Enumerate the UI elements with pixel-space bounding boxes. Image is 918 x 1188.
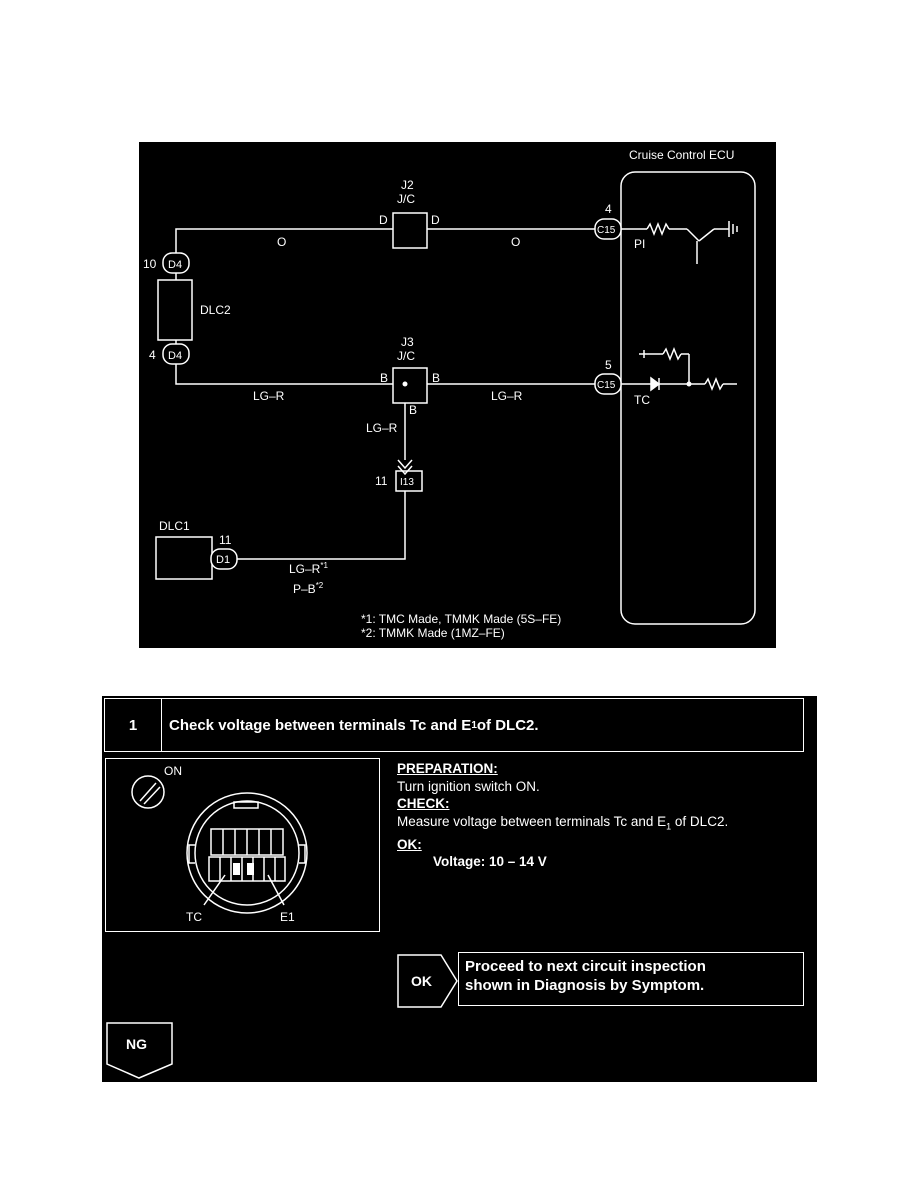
dlc2-connector-drawing: ON TC E1 (131, 764, 308, 924)
i13-conn: I13 (400, 477, 414, 488)
ecu-top-conn: C15 (597, 225, 616, 236)
ecu-resistor-lower (704, 376, 724, 392)
ecu-resistor-pi (646, 221, 670, 237)
connector-c15-top (594, 218, 622, 240)
ecu-bottom-pin: 5 (605, 358, 612, 372)
j3-pin-right: B (432, 371, 440, 385)
j3-node (402, 381, 408, 387)
step-title: Check voltage between terminals Tc and E… (169, 716, 539, 734)
j3-name: J3 (401, 335, 414, 349)
j3-pin-bottom: B (409, 403, 417, 417)
wire-label-lgr-left: LG–R (253, 389, 285, 403)
dlc2-illustration: ON TC E1 (105, 758, 380, 932)
step-header: 1 Check voltage between terminals Tc and… (104, 698, 804, 752)
note-2: *2: TMMK Made (1MZ–FE) (361, 626, 505, 640)
dlc1-conn: D1 (216, 554, 230, 566)
ok-tab-label: OK (411, 973, 432, 989)
ok-result-box: Proceed to next circuit inspection shown… (458, 952, 804, 1006)
wire-o-left (175, 228, 393, 262)
ecu-diode-tc (650, 376, 661, 392)
connector-c15-bottom (594, 373, 622, 395)
ecu-outline (620, 171, 756, 625)
dlc2-label: DLC2 (200, 303, 231, 317)
ignition-switch-icon (131, 775, 165, 809)
connector-d4-top (162, 252, 190, 274)
ecu-resistor-upper (662, 346, 682, 362)
wire-lgr-left (175, 362, 393, 385)
dlc1-label: DLC1 (159, 519, 190, 533)
dlc2-top-pin: 10 (143, 257, 157, 271)
i13-pin: 11 (375, 474, 388, 488)
ng-branch-tab: NG (106, 1022, 174, 1085)
procedure-panel: 1 Check voltage between terminals Tc and… (102, 696, 817, 1082)
ok-heading: OK: (397, 836, 422, 852)
dlc2-bottom-pin: 4 (149, 348, 156, 362)
ok-branch-tab: OK (397, 954, 459, 1013)
wire-label-lgr-right: LG–R (491, 389, 523, 403)
ecu-bottom-conn: C15 (597, 380, 616, 391)
ok-voltage-value: Voltage: 10 – 14 V (433, 854, 547, 870)
step-number: 1 (105, 699, 162, 751)
ok-result-line-2: shown in Diagnosis by Symptom. (465, 977, 705, 994)
wiring-diagram: Cruise Control ECU J2 J/C D D O O 4 C15 … (139, 142, 776, 648)
ok-result-line-1: Proceed to next circuit inspection (465, 958, 706, 975)
note-1: *1: TMC Made, TMMK Made (5S–FE) (361, 612, 561, 626)
dlc2-box (157, 279, 193, 341)
j3-pin-left: B (380, 371, 388, 385)
dlc2-connector-outline (186, 792, 308, 914)
wire-label-lgr-down: LG–R (366, 421, 398, 435)
tc-terminal-label: TC (186, 910, 202, 924)
ecu-node (686, 381, 692, 387)
preparation-text: Turn ignition switch ON. (397, 778, 540, 794)
wiring-diagram-svg: Cruise Control ECU J2 J/C D D O O 4 C15 … (143, 148, 756, 640)
instructions: PREPARATION: Turn ignition switch ON. CH… (397, 760, 807, 871)
ecu-bottom-terminal: TC (634, 393, 650, 407)
connector-d4-bottom (162, 343, 190, 365)
wire-label-o-left: O (277, 235, 286, 249)
dlc2-bottom-conn: D4 (168, 350, 182, 362)
check-text: Measure voltage between terminals Tc and… (397, 813, 729, 832)
ecu-transistor (686, 228, 715, 242)
i13-box (395, 470, 423, 492)
switch-on-label: ON (164, 764, 182, 778)
ecu-top-terminal: PI (634, 237, 645, 251)
wire-label-dlc1-b: P–B*2 (293, 581, 324, 596)
e1-terminal-label: E1 (280, 910, 295, 924)
j2-pin-right: D (431, 213, 440, 227)
j3-box (392, 367, 428, 404)
check-heading: CHECK: (397, 796, 450, 811)
wire-dlc1 (237, 491, 406, 560)
j2-type: J/C (397, 192, 415, 206)
j2-name: J2 (401, 178, 414, 192)
j3-type: J/C (397, 349, 415, 363)
dlc2-top-conn: D4 (168, 259, 182, 271)
wire-label-dlc1-a: LG–R*1 (289, 561, 328, 576)
dlc1-pin: 11 (219, 533, 232, 547)
preparation-heading: PREPARATION: (397, 761, 498, 776)
j2-pin-left: D (379, 213, 388, 227)
ecu-label: Cruise Control ECU (629, 148, 734, 162)
ng-tab-label: NG (126, 1036, 147, 1052)
wire-label-o-right: O (511, 235, 520, 249)
dlc1-box (155, 536, 213, 580)
ecu-top-pin: 4 (605, 202, 612, 216)
j2-box (392, 212, 428, 249)
connector-d1 (210, 548, 238, 570)
